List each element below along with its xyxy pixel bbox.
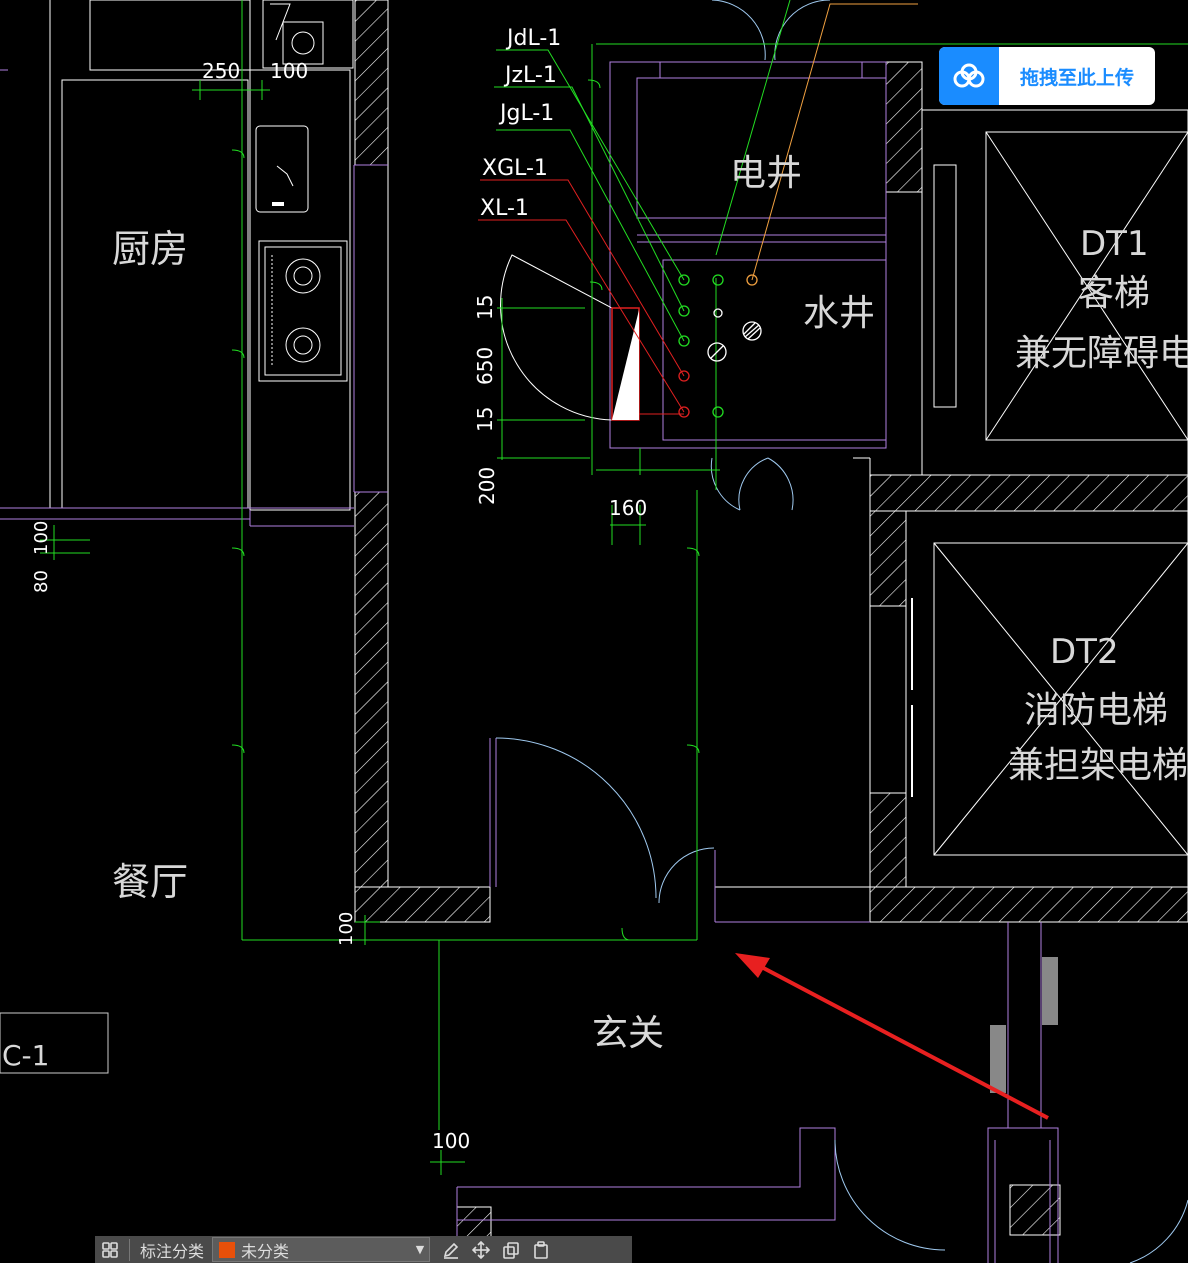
dim-100-left: 100: [31, 521, 52, 555]
chevron-down-icon: ▼: [415, 1243, 425, 1256]
column-block: [1042, 957, 1058, 1025]
kitchen-fixtures: [255, 3, 348, 382]
elevator-dt2-line1: 消防电梯: [1024, 690, 1168, 731]
window-tag-label: C-1: [2, 1039, 49, 1072]
dim-15-b: 15: [473, 407, 497, 432]
door-leaf: [611, 307, 640, 421]
category-value: 未分类: [241, 1241, 290, 1261]
window-tag-frame: [0, 1012, 109, 1074]
wall-outlines: [49, 0, 1188, 888]
cloud-icon: [939, 47, 999, 105]
dim-160: 160: [609, 496, 647, 520]
annotation-arrow: [735, 953, 1049, 1120]
dim-100-bottom: 100: [336, 912, 357, 946]
elevator-dt2-line2: 兼担架电梯: [1008, 745, 1188, 786]
orange-pipe-leader: [751, 3, 918, 281]
room-label-elec-shaft: 电井: [730, 153, 802, 194]
dim-15-a: 15: [473, 295, 497, 320]
room-label-kitchen: 厨房: [112, 227, 188, 271]
grid-icon[interactable]: [95, 1236, 125, 1263]
pipe-label: JzL-1: [503, 63, 557, 88]
edit-icon[interactable]: [436, 1236, 466, 1263]
copy-icon[interactable]: [496, 1236, 526, 1263]
toolbar-divider: [129, 1238, 130, 1261]
elevator-dt1-line2: 兼无障碍电梯: [1015, 333, 1188, 374]
elevator-shafts: [911, 131, 1188, 856]
category-select[interactable]: 未分类 ▼: [212, 1237, 431, 1262]
move-icon[interactable]: [466, 1236, 496, 1263]
pipe-label: JdL-1: [505, 26, 561, 51]
elevator-dt1-code: DT1: [1080, 224, 1149, 264]
elevator-dt1-line1: 客梯: [1078, 273, 1150, 314]
room-label-dining: 餐厅: [112, 860, 188, 904]
pipe-label: XGL-1: [482, 156, 548, 181]
pipe-markers: [678, 274, 762, 418]
paste-icon[interactable]: [526, 1236, 556, 1263]
dim-250: 250: [202, 59, 240, 83]
partition-lines: [0, 61, 1059, 1263]
column-block: [990, 1025, 1006, 1093]
dimension-lines: [40, 0, 1188, 1175]
annotation-toolbar: 标注分类 未分类 ▼: [95, 1236, 632, 1263]
room-label-water-shaft: 水井: [803, 293, 875, 334]
upload-label: 拖拽至此上传: [1019, 66, 1134, 89]
upload-drop-widget[interactable]: 拖拽至此上传: [939, 47, 1155, 105]
hatched-walls: [354, 0, 1188, 1248]
dim-80: 80: [31, 570, 52, 593]
category-color-swatch: [219, 1241, 236, 1258]
elevator-dt2-code: DT2: [1050, 632, 1119, 672]
category-label: 标注分类: [140, 1241, 205, 1261]
red-pipe-leaders: [478, 179, 685, 415]
pipe-label: XL-1: [480, 196, 529, 221]
door-arcs: [495, 0, 1188, 1263]
dim-200: 200: [475, 467, 499, 505]
pipe-label: JgL-1: [498, 101, 554, 126]
room-label-foyer: 玄关: [592, 1013, 664, 1054]
dim-650: 650: [473, 347, 497, 385]
dim-100-top: 100: [270, 59, 308, 83]
dim-100-foyer: 100: [432, 1129, 470, 1153]
